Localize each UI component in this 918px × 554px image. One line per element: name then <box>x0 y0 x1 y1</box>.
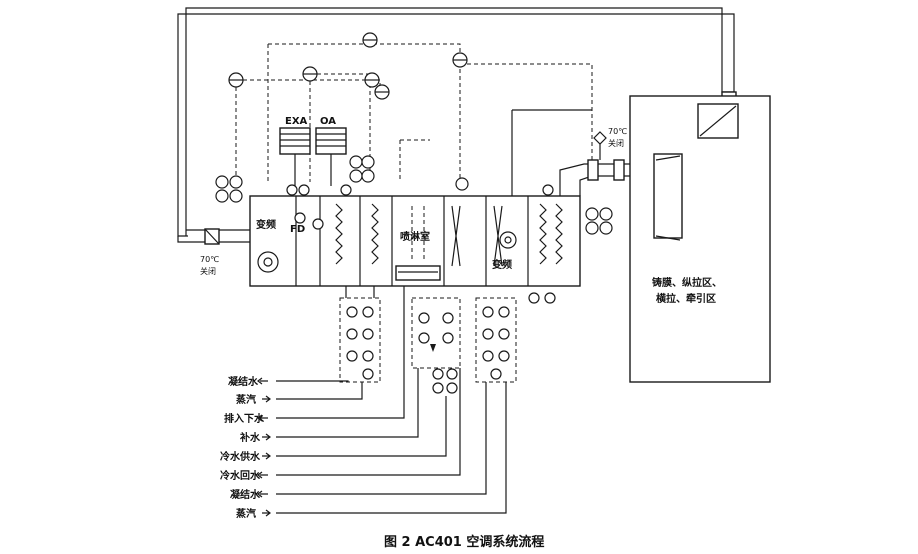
flow-arrow-out <box>257 377 268 385</box>
instruments-top <box>228 32 468 100</box>
pipe-label: 凝结水 <box>228 375 259 388</box>
pipe-label: 蒸汽 <box>236 393 256 406</box>
valve-station-middle <box>411 297 461 394</box>
flow-arrow-out <box>257 490 268 498</box>
flow-arrow-in <box>262 509 271 517</box>
process-area-label-2: 横拉、牵引区 <box>656 292 716 305</box>
flow-arrow-in <box>262 433 271 441</box>
fd-label: FD <box>290 224 305 235</box>
left-duct-damper <box>177 228 250 245</box>
pipe-label-list: 凝结水 蒸汽 排入下水 补水 冷水供水 冷水回水 凝结水 蒸汽 <box>220 375 271 520</box>
air-handling-unit <box>249 195 581 287</box>
pipe-label: 补水 <box>239 431 261 444</box>
exa-label: EXA <box>285 116 308 127</box>
oa-damper <box>315 127 347 186</box>
unit-top-instruments <box>286 177 554 230</box>
vfd-left-label: 变频 <box>256 218 276 231</box>
vfd-right-label: 变频 <box>492 258 512 271</box>
right-instruments <box>585 207 613 235</box>
temp-close-right-temp: 70℃ <box>608 127 627 136</box>
oa-label: OA <box>320 116 336 127</box>
pipe-lines <box>276 286 507 514</box>
supply-duct <box>511 110 660 196</box>
flow-arrow-in <box>262 395 271 403</box>
process-area <box>629 95 771 383</box>
pipe-label: 蒸汽 <box>236 507 256 520</box>
pipe-label: 排入下水 <box>224 412 265 425</box>
temp-close-right-label: 关闭 <box>608 138 624 148</box>
left-instruments <box>215 175 243 203</box>
temp-close-left-temp: 70℃ <box>200 255 219 264</box>
oa-instruments <box>349 155 375 183</box>
control-lines-top <box>235 43 593 182</box>
temp-close-left-label: 关闭 <box>200 266 216 276</box>
flow-arrow-out <box>257 471 268 479</box>
pipe-label: 凝结水 <box>230 488 261 501</box>
pipe-label: 冷水回水 <box>220 469 261 482</box>
process-area-label-1: 铸膜、纵拉区、 <box>652 276 722 289</box>
flow-arrow-out <box>257 414 268 422</box>
flow-arrow-in <box>262 452 271 460</box>
figure-caption: 图 2 AC401 空调系统流程 <box>384 534 544 550</box>
valve-station-left <box>339 286 381 383</box>
spray-room-label: 喷淋室 <box>400 230 430 243</box>
valve-station-right <box>475 292 556 383</box>
exa-damper <box>279 127 311 186</box>
pipe-label: 冷水供水 <box>220 450 261 463</box>
